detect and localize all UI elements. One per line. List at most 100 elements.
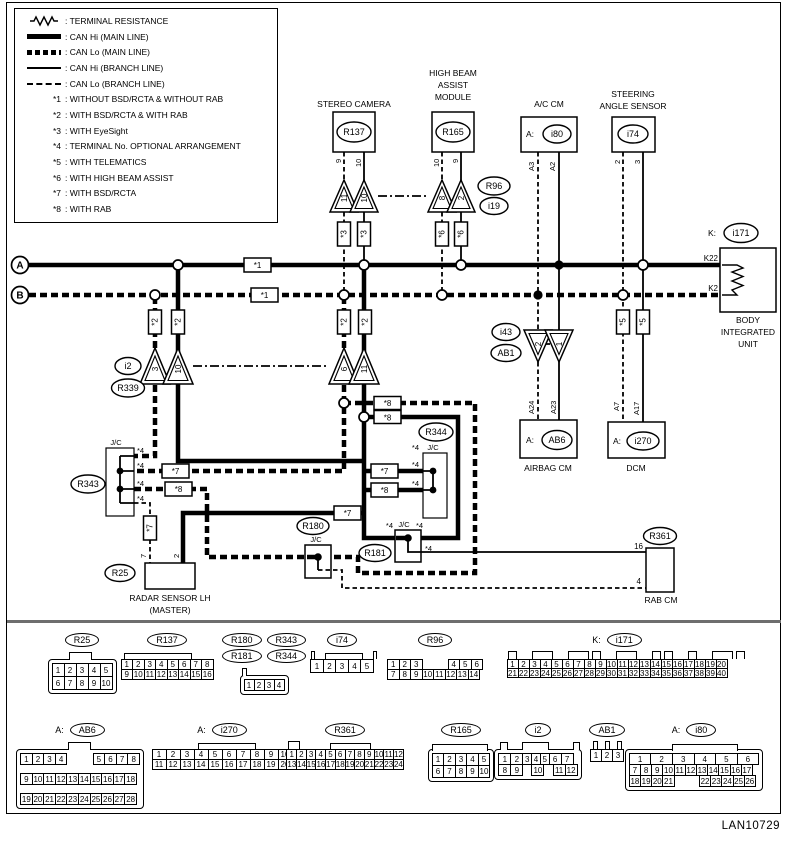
pin-cell: 17 bbox=[235, 759, 251, 770]
pin-cell: 13 bbox=[66, 773, 79, 785]
connector-tab bbox=[372, 651, 377, 659]
pin-cell: 11 bbox=[151, 759, 167, 770]
connector-tab bbox=[615, 651, 637, 659]
jc-r344-box bbox=[422, 452, 448, 519]
pin-cell: 7 bbox=[443, 765, 456, 778]
legend-note: *6: WITH HIGH BEAM ASSIST bbox=[19, 170, 275, 186]
r25-oval: R25 bbox=[112, 568, 129, 578]
connector-tab bbox=[287, 741, 300, 749]
stereo-pin-hi: 10 bbox=[354, 159, 363, 167]
connector-tab bbox=[531, 651, 553, 659]
legend-item-label: : CAN Lo (BRANCH LINE) bbox=[65, 78, 165, 89]
connector-oval: R96 bbox=[417, 633, 453, 647]
note-s5-a: *5 bbox=[619, 318, 628, 326]
i171-oval: i171 bbox=[732, 228, 749, 238]
connector-labels: R96 bbox=[383, 633, 487, 647]
pin-gap bbox=[675, 775, 699, 787]
ac-pin-hi: A2 bbox=[548, 162, 557, 171]
legend-item: : CAN Lo (BRANCH LINE) bbox=[19, 76, 275, 92]
mid-tri-6-num: 6 bbox=[340, 366, 349, 371]
note-s2-c: *2 bbox=[340, 318, 349, 326]
pin-cell: 21 bbox=[662, 775, 675, 787]
connector-labels: R165 bbox=[425, 723, 497, 737]
connector-tab bbox=[522, 742, 549, 750]
page-border bbox=[6, 2, 781, 814]
r343-oval: R343 bbox=[77, 479, 99, 489]
radar-pin-lo: 7 bbox=[139, 554, 148, 558]
steering-name-2: ANGLE SENSOR bbox=[599, 101, 666, 111]
s4-r181-3: *4 bbox=[425, 544, 432, 553]
jc-label-r343: J/C bbox=[110, 438, 122, 447]
dcm-pin-lo: A7 bbox=[612, 402, 621, 411]
airbag-prefix: A: bbox=[526, 435, 534, 445]
ac-cm-name: A/C CM bbox=[534, 99, 564, 109]
airbag-tri-hi-num: 1 bbox=[555, 341, 564, 346]
legend-note: *7: WITH BSD/RCTA bbox=[19, 186, 275, 202]
connector-labels: R361 bbox=[280, 723, 410, 737]
connector-oval: R181 bbox=[221, 649, 262, 663]
junction-internals bbox=[116, 455, 646, 589]
pin-cell: 19 bbox=[263, 759, 279, 770]
ab6-oval: AB6 bbox=[548, 435, 565, 445]
pin-cell: 4 bbox=[273, 679, 285, 691]
rab-pin-4: 4 bbox=[637, 577, 642, 586]
bus-junctions bbox=[149, 259, 649, 423]
s4-r344-2: *4 bbox=[412, 460, 419, 469]
radar-name-2: (MASTER) bbox=[149, 605, 190, 615]
pin-cell: 9 bbox=[510, 764, 524, 776]
connector-oval: i171 bbox=[606, 633, 642, 647]
connector-tab bbox=[311, 651, 316, 659]
hb-tri-hi-num: 2 bbox=[457, 195, 466, 200]
r181-oval: R181 bbox=[364, 548, 386, 558]
connector-oval: R137 bbox=[147, 633, 187, 647]
pin-cell: 18 bbox=[249, 759, 265, 770]
stereo-tri-lo-num: 11 bbox=[340, 193, 349, 202]
pin-cell: 14 bbox=[467, 669, 480, 680]
connector-oval: R361 bbox=[325, 723, 365, 737]
legend-note-label: : WITH RAB bbox=[65, 204, 112, 215]
connector-tab bbox=[69, 652, 92, 660]
jc-label-r344: J/C bbox=[427, 443, 439, 452]
legend-note-label: : WITH HIGH BEAM ASSIST bbox=[65, 172, 174, 183]
i43-oval: i43 bbox=[500, 327, 512, 337]
ab1-oval: AB1 bbox=[497, 348, 514, 358]
note-s3-b: *3 bbox=[360, 230, 369, 238]
pin-cell: 4 bbox=[54, 753, 68, 765]
r165-oval: R165 bbox=[442, 127, 464, 137]
legend-rows: : TERMINAL RESISTANCE: CAN Hi (MAIN LINE… bbox=[19, 13, 275, 217]
note-s6-b: *6 bbox=[457, 230, 466, 238]
legend-note: *2: WITH BSD/RCTA & WITH RAB bbox=[19, 107, 275, 123]
can-hi-main-symbol bbox=[19, 34, 65, 40]
legend-note-star: *1 bbox=[52, 94, 61, 105]
connector-oval: AB1 bbox=[589, 723, 625, 737]
connector-ovals: R137 R165 R96 i19 A: i80 i74 K: i171 i2 … bbox=[70, 121, 759, 583]
rab-pin-16: 16 bbox=[634, 542, 643, 551]
legend-note-star: *5 bbox=[52, 157, 61, 168]
stereo-camera-name: STEREO CAMERA bbox=[317, 99, 391, 109]
pin-gap bbox=[523, 764, 531, 776]
pin-cell: 14 bbox=[193, 759, 209, 770]
note-s2-d: *2 bbox=[361, 318, 370, 326]
connector-oval: i2 bbox=[525, 723, 551, 737]
r96-oval: R96 bbox=[486, 181, 503, 191]
note-s8-c: *8 bbox=[384, 399, 392, 408]
pin-cell: 18 bbox=[124, 773, 137, 785]
